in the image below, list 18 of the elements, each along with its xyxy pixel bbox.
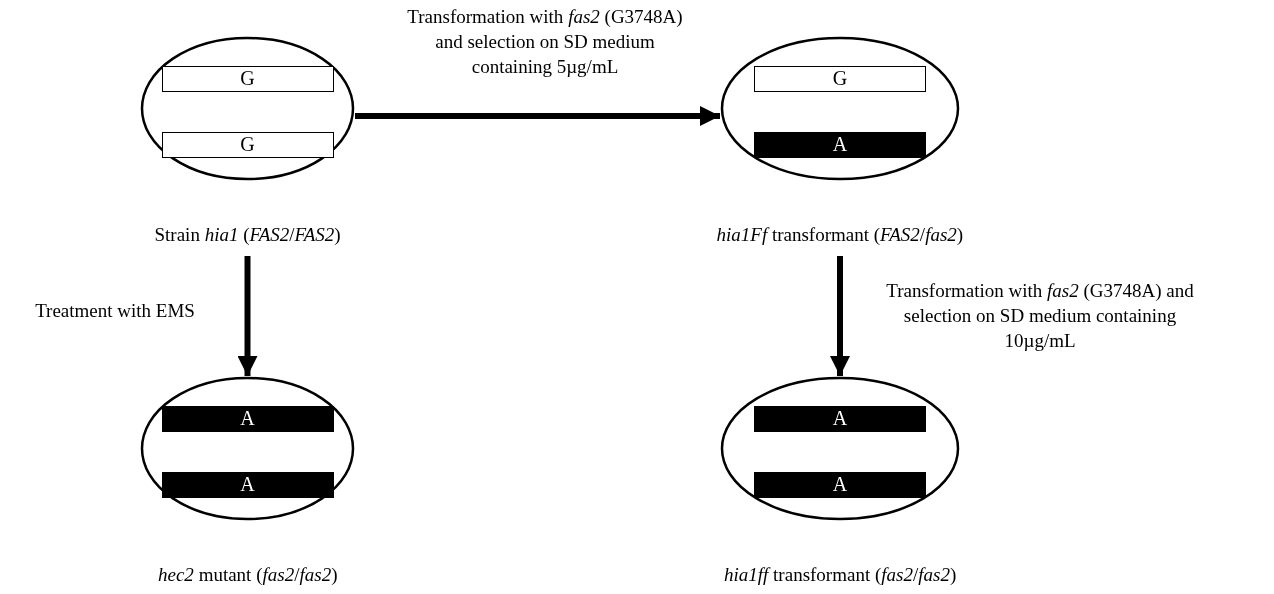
allele-bar: A xyxy=(754,472,926,498)
allele-bar: G xyxy=(161,132,334,158)
allele-bar: G xyxy=(161,66,334,92)
arrow xyxy=(830,256,850,376)
strain-caption: hec2 mutant (fas2/fas2) xyxy=(158,564,338,586)
allele-bar: A xyxy=(161,472,334,498)
allele-bar: A xyxy=(161,406,334,432)
strain-caption: hia1ff transformant (fas2/fas2) xyxy=(724,564,957,586)
edge-label: Transformation with fas2 (G3748A) and selection on SD medium containing 10µg/mL xyxy=(885,279,1195,353)
strain-caption: Strain hia1 (FAS2/FAS2) xyxy=(154,224,341,246)
arrow xyxy=(355,106,720,126)
allele-bar: A xyxy=(754,406,926,432)
strain-caption: hia1Ff transformant (FAS2/fas2) xyxy=(716,224,964,246)
edge-label: Transformation with fas2 (G3748A) and selection on SD medium containing 5µg/mL xyxy=(406,5,684,79)
allele-bar: G xyxy=(754,66,926,92)
arrow xyxy=(237,256,258,376)
allele-bar: A xyxy=(754,132,926,158)
edge-label: Treatment with EMS xyxy=(34,299,196,323)
